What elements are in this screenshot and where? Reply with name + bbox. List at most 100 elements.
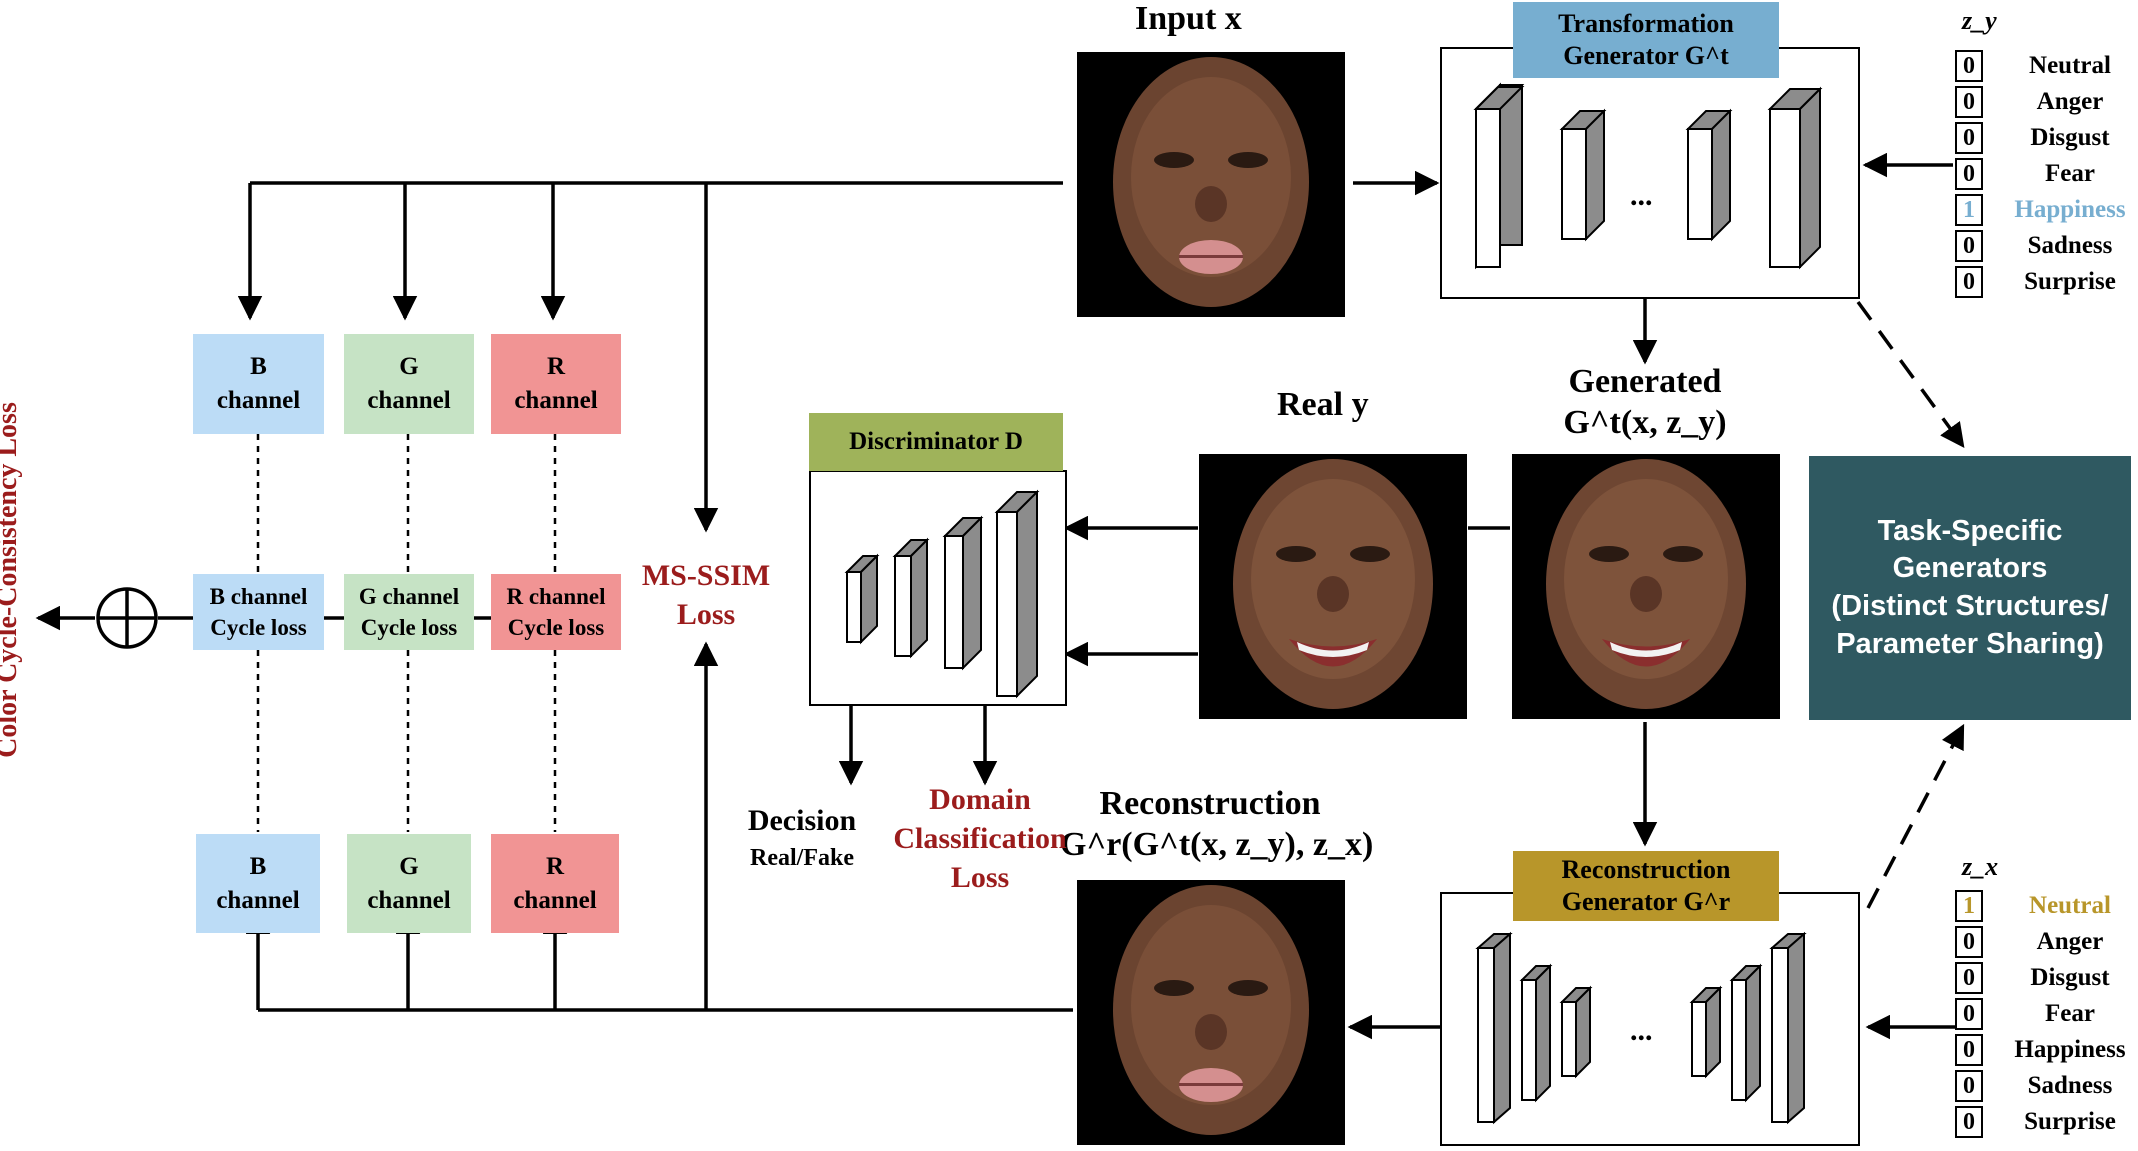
color-cycle-loss-text: Color Cycle-Consistency Loss [0,402,23,758]
domain-classification-loss-label: Domain Classification Loss [880,780,1080,897]
z-y-row: 0 Sadness [1955,228,2135,264]
z-x-label: Neutral [2029,892,2111,919]
real-y-face-image [1199,454,1467,719]
transformation-dots: ... [1630,179,1653,212]
r-channel-cycle-loss: R channel Cycle loss [491,574,621,650]
g-channel-bottom-line2: channel [367,886,451,914]
transformation-header-line2: Generator G^t [1563,41,1729,70]
r-channel-bottom-line1: R [545,852,565,880]
reconstruction-dots: ... [1630,1014,1653,1047]
r-cycle-loss-line2: Cycle loss [507,615,605,640]
real-y-label: Real y [1277,386,1369,424]
g-channel-top-line2: channel [367,387,451,414]
z-y-label: Neutral [2029,52,2111,79]
reconstruction-expr-text: G^r(G^t(x, z_y), z_x) [1060,825,1374,863]
decision-label: Decision Real/Fake [722,800,882,876]
z-y-value: 0 [1955,230,1983,262]
task-specific-line3: (Distinct Structures/ [1831,590,2109,622]
transformation-header-line1: Transformation [1558,8,1734,38]
b-channel-bottom-line2: channel [216,886,300,914]
task-specific-line2: Generators [1892,552,2048,585]
z-x-value: 0 [1955,1034,1983,1066]
g-cycle-loss-line2: Cycle loss [360,615,458,640]
z-y-row: 0 Neutral [1955,48,2135,84]
z-x-value: 0 [1955,1070,1983,1102]
z-x-label: Sadness [2027,1072,2113,1099]
transformation-generator-header: Transformation Generator G^t [1513,2,1779,78]
r-channel-top: R channel [491,334,621,434]
z-y-value: 0 [1955,50,1983,82]
z-x-value: 0 [1955,962,1983,994]
real-y-text: Real y [1277,386,1369,423]
task-specific-line1: Task-Specific [1877,514,2063,547]
reconstruction-header-line2: Generator G^r [1561,887,1731,916]
reconstruction-label: Reconstruction G^r(G^t(x, z_y), z_x) [1060,784,1374,866]
b-channel-bottom-line1: B [249,852,267,880]
ms-ssim-line2: Loss [676,598,736,631]
generated-expr-text: G^t(x, z_y) [1563,403,1727,441]
b-cycle-loss-line2: Cycle loss [210,615,307,640]
sum-operator-icon [96,587,158,649]
b-channel-bottom: B channel [196,834,320,933]
z-x-title-text: z_x [1962,852,1999,881]
reconstruction-generator-header: Reconstruction Generator G^r [1513,851,1779,921]
z-x-title: z_x [1962,852,1998,882]
z-y-row: 0 Anger [1955,84,2135,120]
z-y-row: 0 Disgust [1955,120,2135,156]
r-channel-top-line1: R [546,353,566,381]
z-y-label: Fear [2045,160,2095,187]
r-cycle-loss-line1: R channel [506,583,606,609]
r-channel-bottom-line2: channel [513,886,597,914]
g-channel-top: G channel [344,334,474,434]
b-cycle-loss-line1: B channel [209,583,308,609]
task-specific-line4: Parameter Sharing) [1836,627,2104,660]
generated-text: Generated [1568,363,1722,400]
reconstruction-face-image [1077,880,1345,1145]
g-channel-bottom: G channel [347,834,471,933]
z-x-row: 0 Sadness [1955,1068,2135,1104]
b-channel-top-line1: B [250,353,267,381]
discriminator-title: Discriminator D [849,428,1023,456]
input-x-label: Input x [1135,0,1242,38]
z-y-value: 0 [1955,158,1983,190]
z-y-value: 0 [1955,122,1983,154]
domain-line1: Domain [929,783,1031,816]
z-y-label: Surprise [2024,268,2116,295]
r-channel-top-line2: channel [514,387,598,414]
z-x-label: Anger [2036,928,2104,955]
z-x-value: 0 [1955,1106,1983,1138]
transformation-generator-layers-icon [1473,82,1823,270]
z-x-label: Happiness [2014,1036,2126,1063]
reconstruction-generator-layers-icon [1475,931,1807,1125]
task-specific-generators-box: Task-Specific Generators (Distinct Struc… [1809,456,2131,720]
domain-line3: Loss [950,861,1010,894]
z-y-value: 0 [1955,86,1983,118]
b-channel-top: B channel [193,334,324,434]
ms-ssim-line1: MS-SSIM [641,559,771,592]
r-channel-bottom: R channel [491,834,619,933]
z-x-row-active: 1 Neutral [1955,888,2135,924]
b-channel-cycle-loss: B channel Cycle loss [193,574,324,650]
z-x-value: 1 [1955,890,1983,922]
z-x-value: 0 [1955,998,1983,1030]
z-x-row: 0 Anger [1955,924,2135,960]
input-face-image [1077,52,1345,317]
g-channel-cycle-loss: G channel Cycle loss [344,574,474,650]
decision-line1: Decision [747,804,857,837]
z-y-label: Disgust [2030,124,2110,151]
reconstruction-generator-box: ... [1440,892,1860,1146]
g-channel-bottom-line1: G [399,852,419,880]
reconstruction-header-line1: Reconstruction [1561,854,1731,884]
z-x-row: 0 Happiness [1955,1032,2135,1068]
z-y-title: z_y [1962,6,1997,36]
ms-ssim-loss-label: MS-SSIM Loss [606,556,806,634]
z-y-row-active: 1 Happiness [1955,192,2135,228]
z-y-value: 0 [1955,266,1983,298]
domain-line2: Classification [893,822,1067,855]
z-y-value: 1 [1955,194,1983,226]
discriminator-box [809,470,1067,706]
z-x-label: Surprise [2024,1108,2116,1135]
generated-face-image [1512,454,1780,719]
decision-line2: Real/Fake [750,845,854,871]
